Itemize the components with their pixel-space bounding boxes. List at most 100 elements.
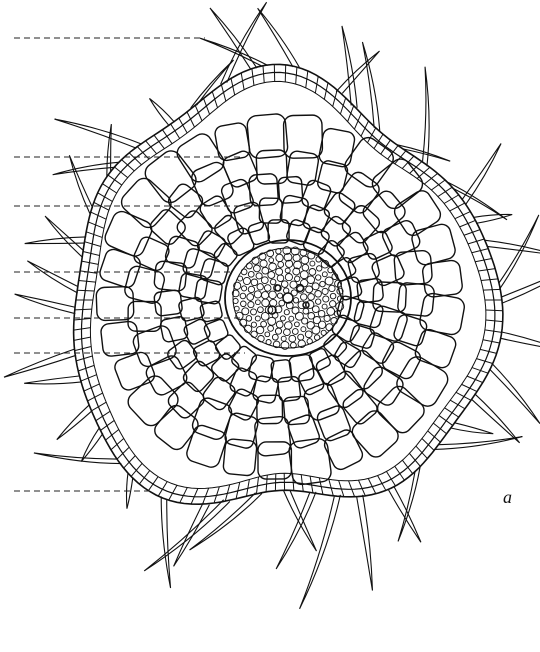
epidermal-cell-wall <box>204 98 210 114</box>
vascular-cell <box>295 322 300 327</box>
vascular-cell <box>251 309 257 315</box>
root-hair <box>490 364 540 424</box>
xylem-vessel <box>283 293 293 303</box>
vascular-cell <box>268 272 275 279</box>
vascular-cell <box>306 286 313 293</box>
panel-label: a <box>503 487 512 508</box>
vascular-cell <box>251 331 257 337</box>
cortex-cell <box>247 113 289 159</box>
cortex-cell <box>247 221 270 246</box>
cortex-cell <box>123 265 166 305</box>
cortex-cell <box>113 350 157 392</box>
root-hair <box>174 503 210 567</box>
vascular-cell <box>248 271 254 277</box>
vascular-cell <box>269 258 274 263</box>
root-hair <box>434 437 522 450</box>
epidermal-cell-wall <box>395 151 406 164</box>
epidermal-cell-wall <box>433 423 446 434</box>
epidermal-cell-wall <box>75 309 92 310</box>
epidermal-cell-wall <box>77 290 94 291</box>
vascular-cell <box>294 261 302 269</box>
vascular-cell <box>285 268 290 273</box>
vascular-cell <box>314 335 319 340</box>
vascular-cell <box>241 269 247 275</box>
cortex-cells <box>96 113 466 485</box>
epidermal-cell-wall <box>102 184 116 193</box>
vascular-cell <box>258 336 264 342</box>
vascular-cell <box>240 319 247 326</box>
epidermal-cell-wall <box>348 106 354 122</box>
vascular-cell <box>233 298 238 303</box>
epidermal-cell-wall <box>148 477 158 491</box>
epidermal-cell-wall <box>333 90 337 106</box>
cortex-cell <box>221 149 259 189</box>
epidermal-cell-wall <box>428 431 441 442</box>
root-hair <box>34 453 121 464</box>
vascular-cell <box>255 316 260 321</box>
epidermal-cell-wall <box>395 466 405 480</box>
root-hair <box>388 486 420 542</box>
vascular-cell <box>254 291 261 298</box>
vascular-cell <box>312 326 320 334</box>
cortex-cell <box>148 207 188 247</box>
vascular-cell <box>295 276 300 281</box>
vascular-cell <box>244 325 251 332</box>
root-hair <box>27 261 77 293</box>
vascular-cell <box>246 263 252 269</box>
vascular-cell <box>248 286 254 292</box>
vascular-cell <box>240 293 246 299</box>
vascular-cell <box>307 339 312 344</box>
vascular-cell <box>262 299 270 307</box>
vascular-cell <box>261 277 268 284</box>
vascular-cell <box>302 264 309 271</box>
cortex-cell <box>227 387 261 422</box>
epidermal-cell-wall <box>450 400 465 409</box>
cortex-cell <box>124 372 182 429</box>
epidermal-cell-wall <box>402 460 412 474</box>
root-hair <box>342 26 357 107</box>
root-hair <box>149 98 174 125</box>
root-hair <box>69 155 92 213</box>
cortex-cell <box>349 407 402 460</box>
vascular-cell <box>258 307 264 313</box>
cortex-cell <box>224 412 260 450</box>
cortex-cell <box>422 260 464 298</box>
epidermal-cell-wall <box>106 429 119 440</box>
root-hair <box>53 162 119 174</box>
vascular-cell <box>238 276 243 281</box>
vascular-cell <box>321 330 326 335</box>
vascular-cell <box>278 262 284 268</box>
root-hair <box>45 216 83 257</box>
vascular-cell <box>256 300 261 305</box>
vascular-cell <box>300 271 308 279</box>
epidermal-cell-wall <box>98 193 113 202</box>
cortex-cell <box>278 176 303 203</box>
cortex-cell <box>297 367 325 396</box>
vascular-cell <box>277 275 284 282</box>
cortex-cell <box>286 150 320 186</box>
root-hair <box>485 240 540 255</box>
vascular-cell <box>301 327 306 332</box>
epidermal-cell-wall <box>195 105 202 121</box>
root-hair <box>501 332 540 350</box>
vascular-cell <box>261 321 267 327</box>
vascular-cell <box>269 291 277 299</box>
cortex-cell <box>333 340 363 369</box>
cortex-cell <box>302 203 331 234</box>
vascular-cell <box>327 308 335 316</box>
epidermal-cell-wall <box>114 167 127 178</box>
vascular-cell <box>265 332 270 337</box>
root-hair <box>25 237 86 244</box>
central-stele <box>225 240 351 356</box>
vascular-cell <box>257 284 263 290</box>
vascular-cell <box>241 301 247 307</box>
cortex-cell <box>341 348 385 392</box>
root-hair <box>161 497 170 588</box>
vascular-cell <box>293 298 298 303</box>
root-hair <box>24 376 81 384</box>
epidermal-cell-wall <box>467 376 483 382</box>
root-hair <box>283 490 316 551</box>
epidermal-cell-wall <box>179 118 187 133</box>
vascular-cell <box>248 302 254 308</box>
vascular-cell <box>316 275 321 280</box>
